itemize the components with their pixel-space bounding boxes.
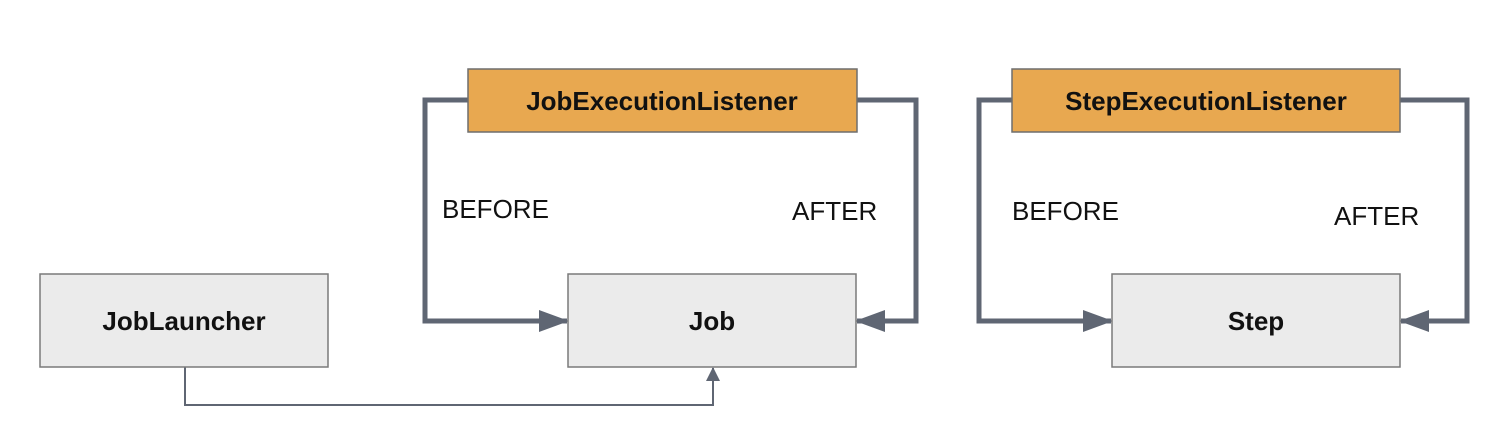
job-execution-listener-node: JobExecutionListener (467, 68, 858, 133)
job-after-connector (855, 97, 919, 332)
job-box (567, 273, 857, 368)
job-before-label: BEFORE (442, 194, 549, 224)
job-launcher-box (39, 273, 329, 368)
step-execution-listener-box (1011, 68, 1401, 133)
launcher-to-job-connector (184, 367, 720, 406)
job-label: Job (689, 306, 735, 336)
connectors (184, 97, 1470, 406)
step-execution-listener-node: StepExecutionListener (1011, 68, 1401, 133)
job-execution-listener-box (467, 68, 858, 133)
step-label: Step (1228, 306, 1284, 336)
step-execution-listener-label: StepExecutionListener (1065, 86, 1347, 116)
step-node: Step (1111, 273, 1401, 368)
step-after-connector (1399, 97, 1470, 332)
job-launcher-node: JobLauncher (39, 273, 329, 368)
job-launcher-label: JobLauncher (102, 306, 265, 336)
step-before-connector (976, 97, 1113, 332)
step-after-label: AFTER (1334, 201, 1419, 231)
step-before-label: BEFORE (1012, 196, 1119, 226)
job-after-label: AFTER (792, 196, 877, 226)
job-before-connector (422, 97, 569, 332)
job-node: Job (567, 273, 857, 368)
job-execution-listener-label: JobExecutionListener (526, 86, 798, 116)
step-box (1111, 273, 1401, 368)
